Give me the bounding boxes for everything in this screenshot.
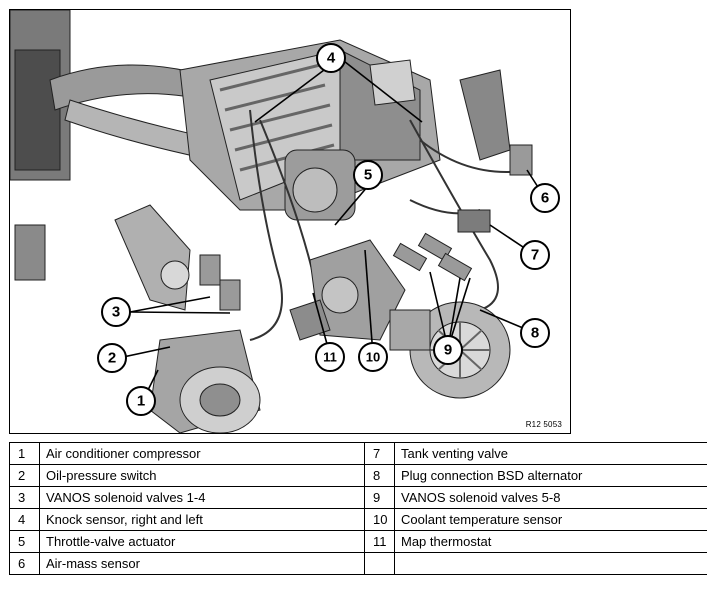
svg-text:1: 1 [137, 393, 145, 410]
legend-number: 5 [9, 530, 40, 553]
legend-number: 2 [9, 464, 40, 487]
legend-label: VANOS solenoid valves 5-8 [394, 486, 707, 509]
legend-label [394, 552, 707, 575]
svg-text:2: 2 [108, 350, 116, 367]
leader-5 [334, 185, 369, 226]
leader-3a [129, 296, 211, 313]
legend-label: Air-mass sensor [39, 552, 365, 575]
legend-number: 9 [364, 486, 395, 509]
engine-diagram: 1 2 3 4 5 6 7 8 9 10 11 R12 50 [9, 9, 571, 434]
engine-illustration: 1 2 3 4 5 6 7 8 9 10 11 [10, 10, 560, 433]
legend-label: Throttle-valve actuator [39, 530, 365, 553]
legend-number: 10 [364, 508, 395, 531]
callout-6: 6 [530, 183, 560, 213]
legend-number: 7 [364, 442, 395, 465]
svg-text:8: 8 [531, 325, 539, 342]
legend-label: Map thermostat [394, 530, 707, 553]
legend-number: 3 [9, 486, 40, 509]
svg-text:10: 10 [366, 350, 380, 365]
legend-number: 11 [364, 530, 395, 553]
legend-number: 6 [9, 552, 40, 575]
svg-text:4: 4 [327, 50, 336, 67]
leader-2 [122, 346, 171, 358]
engine-artwork [10, 10, 533, 433]
svg-text:7: 7 [531, 247, 539, 264]
callout-11: 11 [315, 342, 345, 372]
callout-1: 1 [126, 386, 156, 416]
callout-7: 7 [520, 240, 550, 270]
callout-10: 10 [358, 342, 388, 372]
legend-label: Plug connection BSD alternator [394, 464, 707, 487]
figure-reference: R12 5053 [525, 420, 562, 429]
legend-label: VANOS solenoid valves 1-4 [39, 486, 365, 509]
legend-label: Oil-pressure switch [39, 464, 365, 487]
legend-label: Coolant temperature sensor [394, 508, 707, 531]
svg-text:5: 5 [364, 167, 372, 184]
callout-9: 9 [433, 335, 463, 365]
svg-text:9: 9 [444, 342, 452, 359]
callout-2: 2 [97, 343, 127, 373]
leader-3b [129, 311, 231, 314]
callout-8: 8 [520, 318, 550, 348]
leader-4b [339, 57, 423, 123]
legend-label: Air conditioner compressor [39, 442, 365, 465]
svg-text:3: 3 [112, 304, 120, 321]
legend-label: Knock sensor, right and left [39, 508, 365, 531]
legend-number: 4 [9, 508, 40, 531]
callout-4: 4 [316, 43, 346, 73]
callout-5: 5 [353, 160, 383, 190]
svg-text:6: 6 [541, 190, 549, 207]
svg-text:11: 11 [323, 350, 337, 365]
legend-label: Tank venting valve [394, 442, 707, 465]
callout-3: 3 [101, 297, 131, 327]
legend-number: 1 [9, 442, 40, 465]
leader-10 [364, 249, 374, 356]
legend-number [364, 552, 395, 575]
legend-number: 8 [364, 464, 395, 487]
